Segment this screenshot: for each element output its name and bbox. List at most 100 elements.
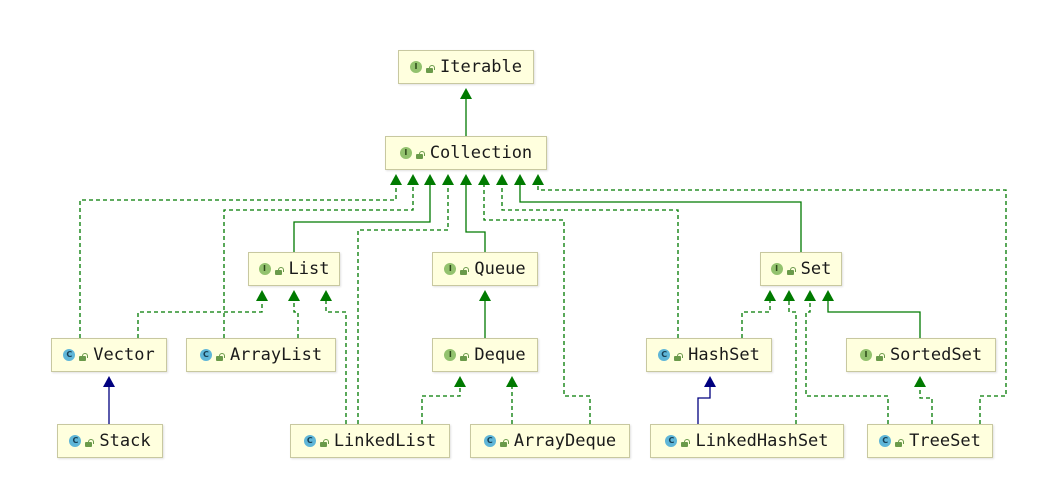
node-sortedset[interactable]: I SortedSet [846,338,996,372]
node-deque[interactable]: I Deque [432,338,538,372]
public-lock-icon [673,352,684,361]
interface-icon: I [770,263,783,275]
node-collection[interactable]: I Collection [385,136,547,170]
arrowhead-set-to-collection [514,174,526,185]
class-badge: C [658,349,684,361]
node-stack[interactable]: C Stack [57,424,163,458]
edge-arraylist-to-collection [223,184,414,338]
interface-icon: I [410,61,423,73]
edge-sortedset-to-set [827,300,921,338]
node-label: Deque [474,345,526,365]
arrowhead-stack-to-vector [103,376,115,387]
edge-hashset-to-collection [501,184,679,338]
public-lock-icon [274,266,284,275]
edge-vector-to-list [137,300,263,338]
class-badge: C [69,435,95,447]
class-icon: C [69,435,82,447]
public-lock-icon [786,266,796,275]
edge-linkedlist-to-collection [357,184,449,424]
arrowhead-linkedlist-to-collection [442,174,454,185]
node-label: Iterable [440,57,522,77]
class-icon: C [658,349,671,361]
interface-badge: I [258,263,284,275]
node-treeset[interactable]: C TreeSet [867,424,993,458]
arrowhead-linkedlist-to-deque [454,376,466,387]
node-label: Vector [93,345,155,365]
node-arraydeque[interactable]: C ArrayDeque [470,424,630,458]
arrowhead-arraylist-to-list [288,290,300,301]
interface-icon: I [444,263,457,275]
edge-linkedhashset-to-hashset [697,386,711,424]
public-lock-icon [415,150,425,159]
edge-linkedlist-to-list [325,300,347,424]
edge-linkedhashset-to-set [788,300,797,424]
edge-set-to-collection [519,184,802,252]
interface-badge: I [770,263,796,275]
public-lock-icon [215,352,225,361]
node-label: HashSet [688,345,760,365]
node-label: TreeSet [909,431,981,451]
public-lock-icon [499,438,509,447]
node-iterable[interactable]: I Iterable [398,50,534,84]
node-label: SortedSet [889,345,983,365]
arrowhead-hashset-to-set [764,290,776,301]
edge-vector-to-collection [79,184,397,338]
node-vector[interactable]: C Vector [51,338,167,372]
node-label: ArrayDeque [513,431,617,451]
public-lock-icon [894,438,905,447]
arrowhead-linkedlist-to-list [320,290,332,301]
edge-treeset-to-set [805,300,889,424]
node-label: List [288,259,330,279]
interface-badge: I [444,263,470,275]
node-label: Collection [429,143,533,163]
public-lock-icon [875,352,885,361]
node-list[interactable]: I List [248,252,340,286]
edge-hashset-to-set [741,300,771,338]
node-label: Stack [99,431,151,451]
class-badge: C [303,435,329,447]
edge-arraydeque-to-collection [483,184,591,424]
arrowhead-hashset-to-collection [496,174,508,185]
public-lock-icon [78,352,89,361]
arrowhead-deque-to-queue [479,290,491,301]
arrowhead-arraydeque-to-deque [506,376,518,387]
class-icon: C [63,349,76,361]
class-badge: C [63,349,89,361]
node-set[interactable]: I Set [760,252,842,286]
interface-icon: I [444,349,457,361]
interface-badge: I [444,349,470,361]
public-lock-icon [84,438,95,447]
public-lock-icon [459,266,470,275]
interface-icon: I [859,349,872,361]
edge-list-to-collection [293,184,431,252]
arrowhead-linkedhashset-to-set [783,290,795,301]
class-icon: C [303,435,316,447]
node-label: Set [800,259,832,279]
arrowhead-vector-to-list [256,290,268,301]
edge-treeset-to-collection [537,184,1007,424]
arrowhead-treeset-to-sortedset [914,376,926,387]
arrowhead-treeset-to-set [804,290,816,301]
edge-linkedlist-to-deque [421,386,461,424]
interface-badge: I [399,147,425,159]
arrowhead-vector-to-collection [390,174,402,185]
interface-icon: I [399,147,412,159]
node-label: LinkedHashSet [695,431,829,451]
node-hashset[interactable]: C HashSet [646,338,772,372]
interface-badge: I [859,349,885,361]
edge-arraylist-to-list [293,300,299,338]
class-icon: C [879,435,892,447]
public-lock-icon [680,438,691,447]
arrowhead-list-to-collection [424,174,436,185]
class-badge: C [199,349,225,361]
class-icon: C [199,349,212,361]
class-badge: C [879,435,905,447]
arrowhead-sortedset-to-set [822,290,834,301]
class-icon: C [483,435,496,447]
